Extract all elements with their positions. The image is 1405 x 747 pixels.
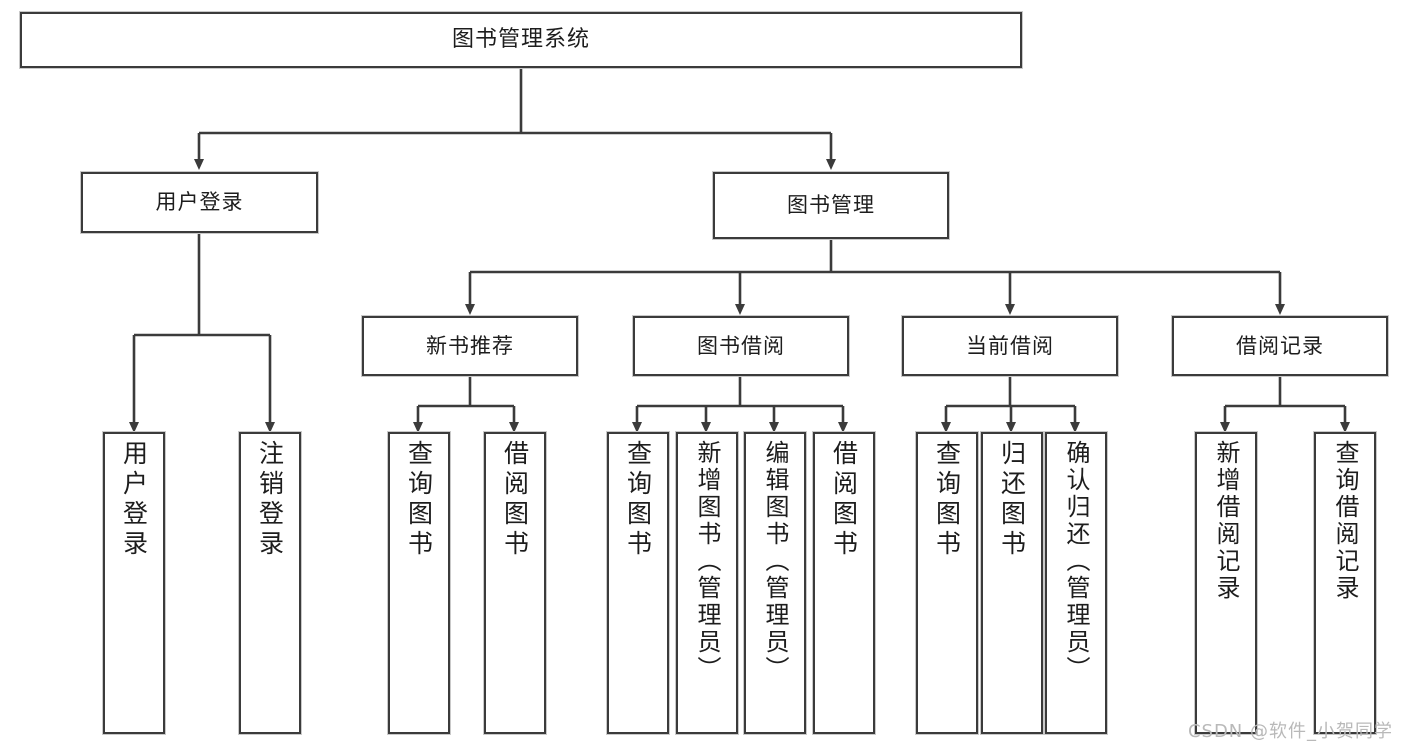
node-label: 注销登录 [255, 440, 285, 560]
node-label: 新增图书（管理员） [693, 440, 721, 683]
node-label: 借阅记录 [1236, 333, 1324, 358]
node-current-borrow[interactable]: 当前借阅 [902, 316, 1118, 376]
leaf-query-borrow-record[interactable]: 查询借阅记录 [1314, 432, 1376, 734]
leaf-edit-book-admin[interactable]: 编辑图书（管理员） [744, 432, 806, 734]
leaf-confirm-return-admin[interactable]: 确认归还（管理员） [1045, 432, 1107, 734]
node-book-borrow[interactable]: 图书借阅 [633, 316, 849, 376]
leaf-add-book-admin[interactable]: 新增图书（管理员） [676, 432, 738, 734]
node-borrow-record[interactable]: 借阅记录 [1172, 316, 1388, 376]
leaf-user-logout[interactable]: 注销登录 [239, 432, 301, 734]
node-root-system[interactable]: 图书管理系统 [20, 12, 1022, 68]
node-label: 图书借阅 [697, 333, 785, 358]
leaf-query-book-current[interactable]: 查询图书 [916, 432, 978, 734]
node-new-book-recommend[interactable]: 新书推荐 [362, 316, 578, 376]
leaf-add-borrow-record[interactable]: 新增借阅记录 [1195, 432, 1257, 734]
node-label: 图书管理 [787, 193, 875, 218]
leaf-query-book-recommend[interactable]: 查询图书 [388, 432, 450, 734]
node-label: 借阅图书 [500, 440, 530, 560]
watermark: CSDN @软件_小贺同学 [1187, 721, 1393, 742]
node-label: 查询图书 [404, 440, 434, 560]
node-label: 查询图书 [623, 440, 653, 560]
node-label: 用户登录 [119, 440, 149, 560]
node-label: 归还图书 [997, 440, 1027, 560]
node-label: 查询图书 [932, 440, 962, 560]
node-label: 确认归还（管理员） [1062, 440, 1090, 683]
leaf-user-login[interactable]: 用户登录 [103, 432, 165, 734]
leaf-borrow-book-recommend[interactable]: 借阅图书 [484, 432, 546, 734]
node-label: 当前借阅 [966, 333, 1054, 358]
node-book-management[interactable]: 图书管理 [713, 172, 949, 239]
node-user-login[interactable]: 用户登录 [81, 172, 318, 233]
node-label: 借阅图书 [829, 440, 859, 560]
node-label: 新书推荐 [426, 333, 514, 358]
leaf-borrow-book[interactable]: 借阅图书 [813, 432, 875, 734]
leaf-return-book[interactable]: 归还图书 [981, 432, 1043, 734]
leaf-query-book-borrow[interactable]: 查询图书 [607, 432, 669, 734]
node-label: 图书管理系统 [451, 27, 590, 53]
node-label: 新增借阅记录 [1212, 440, 1240, 602]
node-label: 编辑图书（管理员） [761, 440, 789, 683]
node-label: 查询借阅记录 [1331, 440, 1359, 602]
node-label: 用户登录 [155, 190, 244, 215]
